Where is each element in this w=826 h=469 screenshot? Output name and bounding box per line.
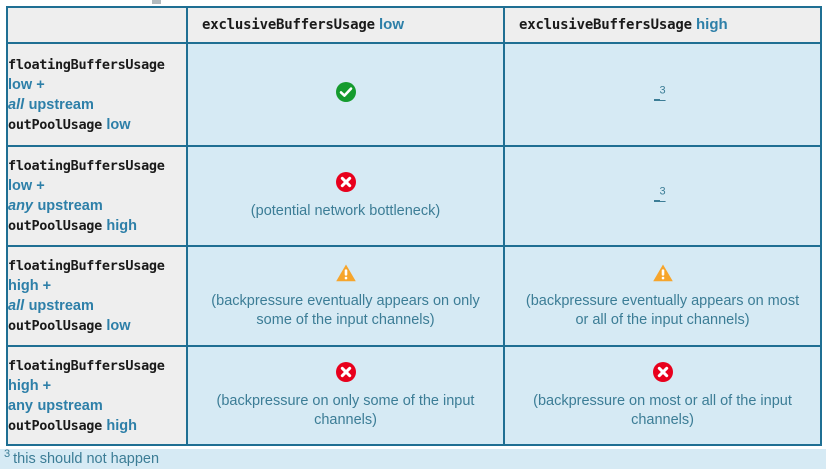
row-label-level: low + <box>8 76 45 93</box>
cell-r2-high: 3 <box>503 145 822 247</box>
row-label-quantifier: all <box>8 96 25 113</box>
footnote-text: this should not happen <box>13 451 160 467</box>
row-label-quantifier: any <box>8 397 33 414</box>
row-label-metric2: outPoolUsage <box>8 218 102 234</box>
row-label-metric2: outPoolUsage <box>8 116 102 133</box>
header-metric-level: low <box>378 16 404 33</box>
row-label-upstream: upstream <box>37 198 103 214</box>
footnote-ref-link[interactable]: 3 <box>654 83 666 102</box>
cell-note: (backpressure on most or all of the inpu… <box>533 393 792 428</box>
row-label-metric: floatingBuffersUsage <box>8 258 165 274</box>
row-label-level2: low <box>106 318 131 334</box>
warning-triangle-icon <box>335 263 357 283</box>
row-label-level2: high <box>106 417 137 434</box>
row-label-level: low + <box>8 178 45 194</box>
row-label-quantifier: all <box>8 298 25 314</box>
footnote-ref-number: 3 <box>659 185 666 198</box>
check-circle-icon <box>335 81 357 103</box>
cell-r1-low <box>186 42 505 147</box>
row-label-floating-low-all-low: floatingBuffersUsage low + all upstream … <box>6 42 188 147</box>
cell-note: (backpressure eventually appears on most… <box>525 292 800 328</box>
clipped-text-artifact <box>152 0 161 4</box>
cell-r3-high: (backpressure eventually appears on most… <box>503 245 822 347</box>
row-label-upstream: upstream <box>37 397 103 414</box>
row-label-floating-high-any-high: floatingBuffersUsage high + any upstream… <box>6 345 188 446</box>
header-corner-cell <box>6 6 188 44</box>
table-row: floatingBuffersUsage low + all upstream … <box>6 42 822 147</box>
metrics-interpretation-table: exclusiveBuffersUsage low exclusiveBuffe… <box>6 6 822 446</box>
row-label-floating-high-all-low: floatingBuffersUsage high + all upstream… <box>6 245 188 347</box>
header-cell-exclusive-high: exclusiveBuffersUsage high <box>503 6 822 44</box>
error-circle-icon <box>652 361 674 383</box>
cell-r4-high: (backpressure on most or all of the inpu… <box>503 345 822 446</box>
header-metric-name: exclusiveBuffersUsage <box>202 17 375 33</box>
cell-note: (potential network bottleneck) <box>250 203 441 219</box>
cell-r3-low: (backpressure eventually appears on only… <box>186 245 505 347</box>
warning-triangle-icon <box>652 263 674 283</box>
table-row: floatingBuffersUsage high + any upstream… <box>6 345 822 446</box>
row-label-metric: floatingBuffersUsage <box>8 357 165 374</box>
table-header-row: exclusiveBuffersUsage low exclusiveBuffe… <box>6 6 822 44</box>
footnote-ref-link[interactable]: 3 <box>654 185 666 203</box>
error-circle-icon <box>335 361 357 383</box>
cell-r2-low: (potential network bottleneck) <box>186 145 505 247</box>
row-label-quantifier: any <box>8 198 33 214</box>
row-label-metric2: outPoolUsage <box>8 417 102 434</box>
cell-note: (backpressure eventually appears on only… <box>211 292 480 328</box>
footnote-anchor-tick <box>654 98 661 101</box>
row-label-floating-low-any-high: floatingBuffersUsage low + any upstream … <box>6 145 188 247</box>
header-metric-level: high <box>695 16 728 33</box>
cell-r4-low: (backpressure on only some of the input … <box>186 345 505 446</box>
footnote-ref-number: 3 <box>659 83 666 96</box>
table-row: floatingBuffersUsage low + any upstream … <box>6 145 822 247</box>
header-cell-exclusive-low: exclusiveBuffersUsage low <box>186 6 505 44</box>
error-circle-icon <box>335 171 357 193</box>
row-label-upstream: upstream <box>28 298 94 314</box>
row-label-level: high + <box>8 377 52 394</box>
footnote-anchor-tick <box>654 200 661 202</box>
row-label-metric2: outPoolUsage <box>8 318 102 334</box>
header-metric-name: exclusiveBuffersUsage <box>519 17 692 33</box>
row-label-upstream: upstream <box>28 96 94 113</box>
row-label-metric: floatingBuffersUsage <box>8 158 165 174</box>
row-label-metric: floatingBuffersUsage <box>8 56 165 73</box>
table-row: floatingBuffersUsage high + all upstream… <box>6 245 822 347</box>
footnote-marker: 3 <box>4 448 11 461</box>
row-label-level2: low <box>106 116 131 133</box>
cell-r1-high: 3 <box>503 42 822 147</box>
cell-note: (backpressure on only some of the input … <box>216 393 475 428</box>
row-label-level2: high <box>106 218 137 234</box>
row-label-level: high + <box>8 278 52 294</box>
